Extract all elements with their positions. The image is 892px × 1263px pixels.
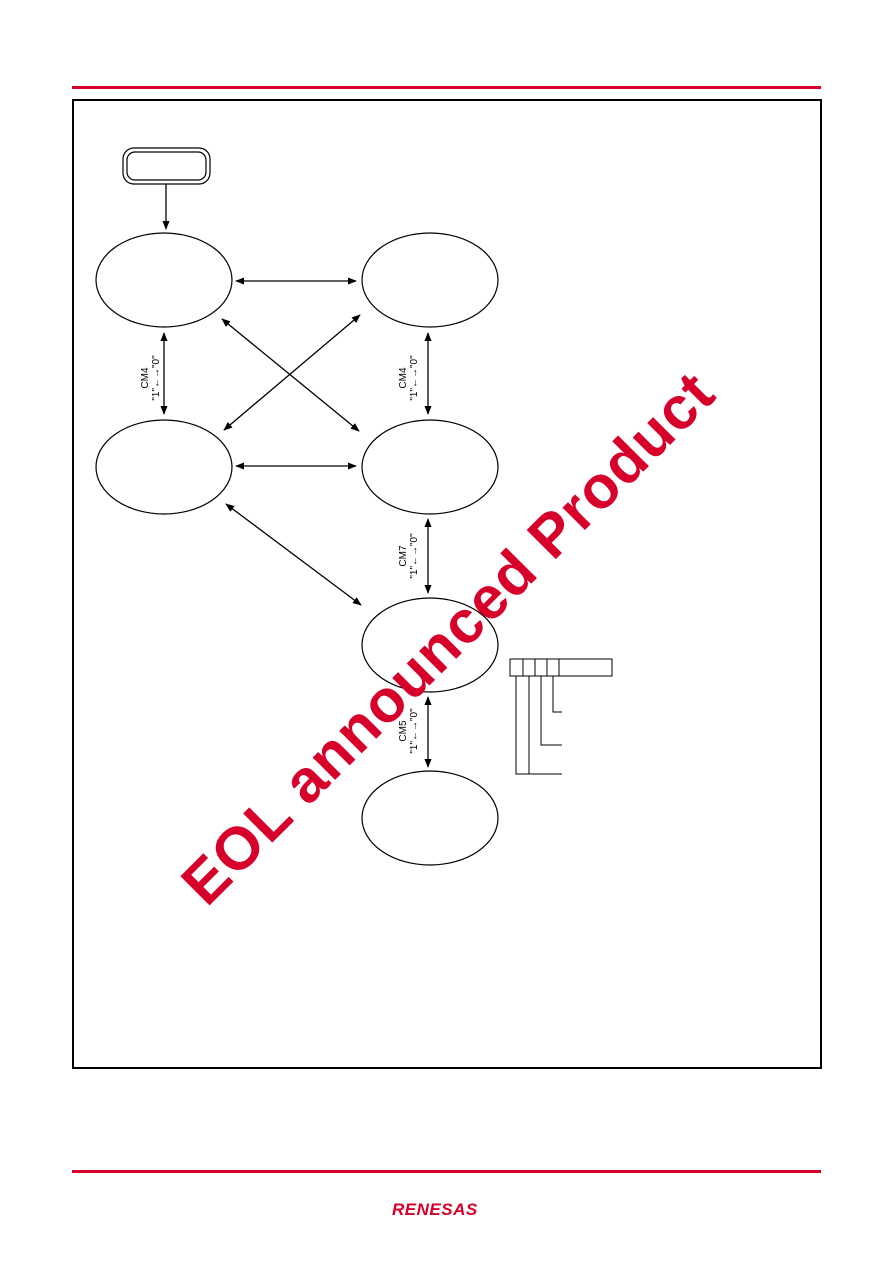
transition-3-5 — [225, 503, 362, 606]
cm-label-1: CM4 "1"←→"0" — [140, 355, 162, 401]
cm-label-1-reg: CM4 — [140, 367, 151, 389]
cm-label-4-values: "1"←→"0" — [409, 708, 420, 754]
header-rule — [72, 86, 821, 89]
cm-label-4: CM5 "1"←→"0" — [398, 708, 420, 754]
cm-label-1-values: "1"←→"0" — [151, 355, 162, 401]
state-node-4 — [361, 419, 499, 515]
reset-start-box — [122, 147, 211, 185]
cm-label-4-reg: CM5 — [398, 720, 409, 742]
state-node-2 — [361, 232, 499, 328]
cm-label-2-reg: CM4 — [398, 367, 409, 389]
state-node-6 — [361, 770, 499, 866]
cm-label-3: CM7 "1"←→"0" — [398, 533, 420, 579]
footer-rule — [72, 1170, 821, 1173]
cm-label-3-values: "1"←→"0" — [409, 533, 420, 579]
page-frame — [72, 99, 822, 1069]
state-node-1 — [95, 232, 233, 328]
state-node-5 — [361, 597, 499, 693]
transition-3-2 — [223, 314, 361, 431]
register-bit-diagram — [509, 658, 613, 775]
cm-label-2-values: "1"←→"0" — [409, 355, 420, 401]
cm-label-2: CM4 "1"←→"0" — [398, 355, 420, 401]
state-node-3 — [95, 419, 233, 515]
cm-label-3-reg: CM7 — [398, 545, 409, 567]
renesas-logo: RENESAS — [392, 1200, 478, 1219]
